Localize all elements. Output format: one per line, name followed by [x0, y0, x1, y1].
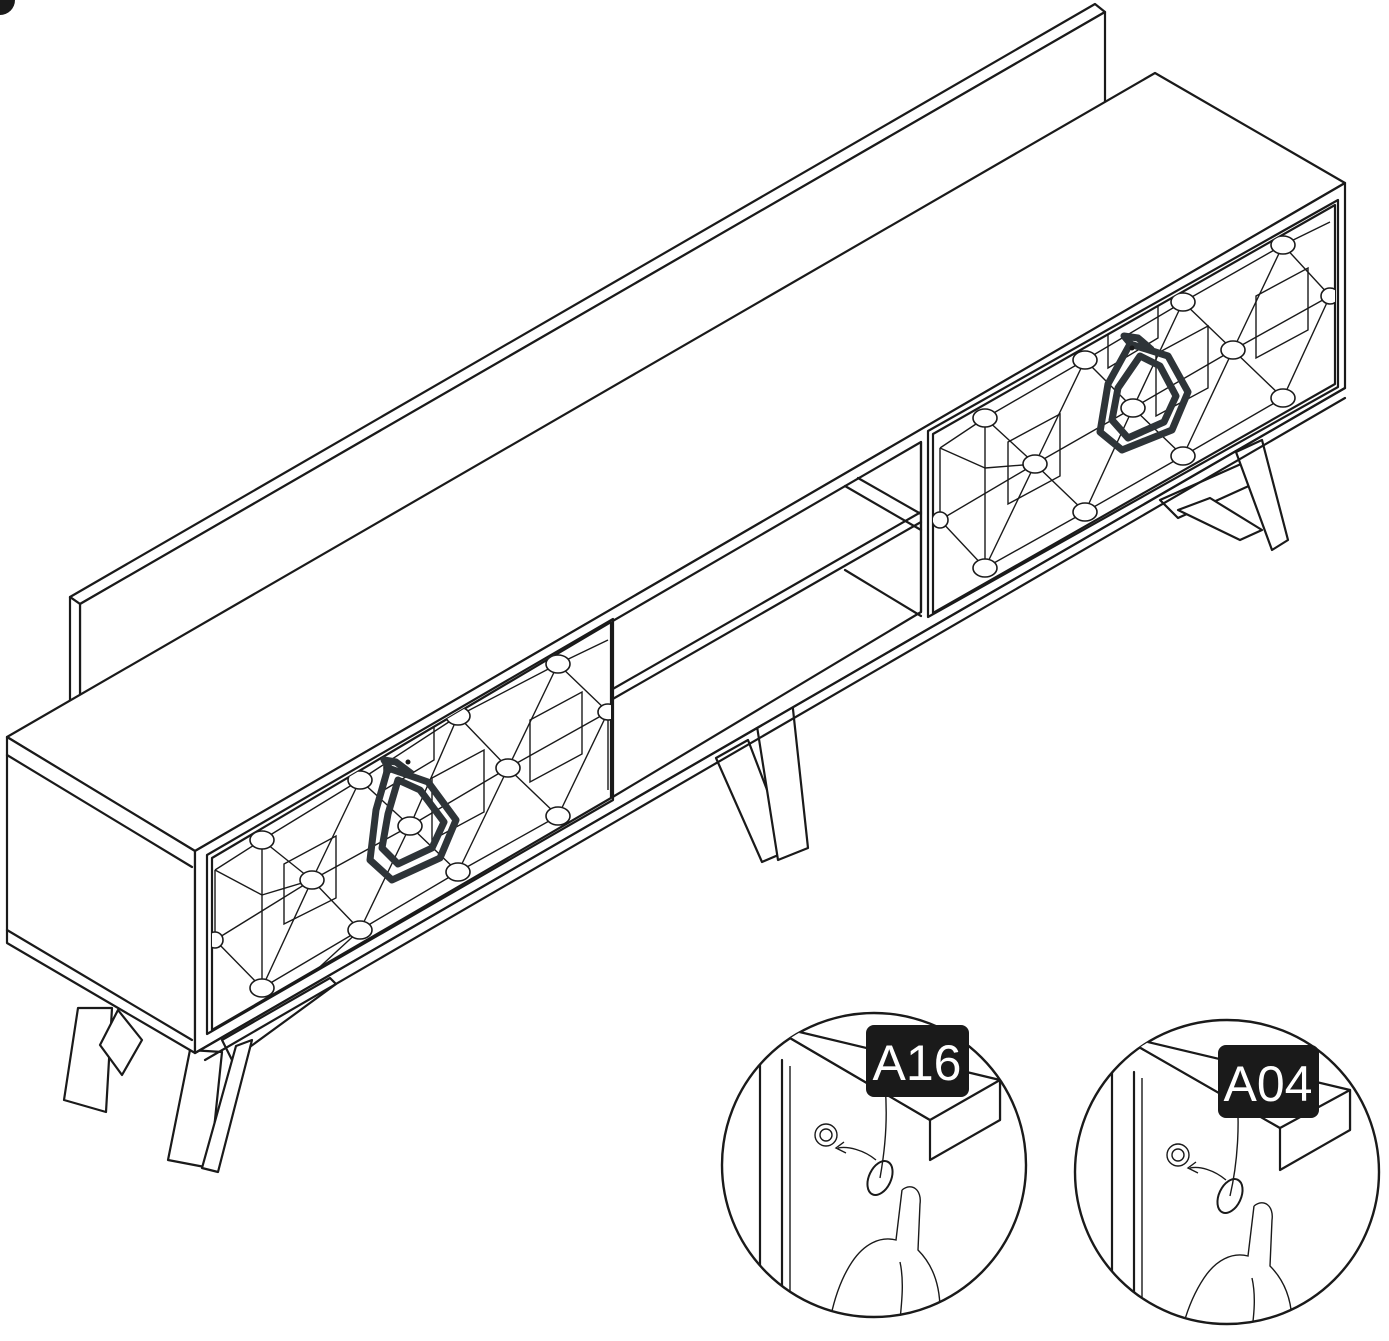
right-door-handle [1096, 332, 1192, 454]
detail-callout-a16: A16 [720, 1011, 1028, 1319]
left-door-handle [366, 756, 460, 884]
left-door [205, 617, 615, 1036]
right-door [926, 198, 1340, 619]
part-code-label-a04: A04 [1224, 1056, 1313, 1112]
detail-callout-a04: A04 [1073, 1018, 1381, 1326]
left-door-star-pattern [212, 639, 611, 1021]
back-panel [68, 2, 1107, 709]
part-code-label-a16: A16 [873, 1035, 962, 1091]
right-door-star-pattern [933, 221, 1335, 578]
legs [62, 438, 1290, 1174]
page-corner-mark [0, 0, 15, 15]
